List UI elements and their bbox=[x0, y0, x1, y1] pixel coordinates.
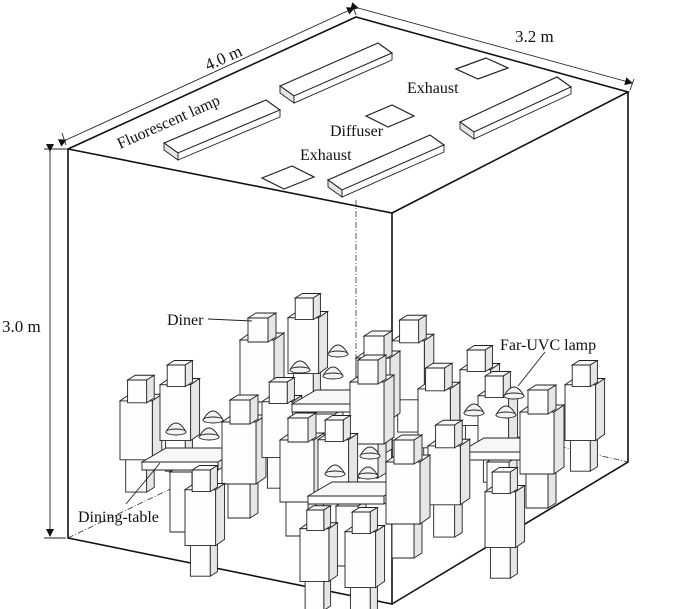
diffuser-label: Diffuser bbox=[330, 123, 384, 140]
diner-head bbox=[526, 384, 558, 415]
diner-body bbox=[118, 393, 164, 461]
diner-body bbox=[343, 524, 387, 589]
dimension-line-length bbox=[57, 7, 355, 147]
diner-head bbox=[286, 412, 318, 443]
diner-head bbox=[323, 414, 352, 443]
exhaust-vent-lower bbox=[260, 165, 316, 190]
diner-head bbox=[362, 330, 394, 361]
far-uvc-lamp-group bbox=[165, 344, 525, 480]
diner-body bbox=[183, 482, 227, 547]
far-uvc-lamp bbox=[357, 466, 379, 480]
diner-head bbox=[293, 292, 322, 321]
far-uvc-lamp bbox=[165, 422, 187, 436]
dimension-lines bbox=[44, 2, 635, 539]
far-uvc-lamp bbox=[202, 410, 224, 424]
far-uvc-lamp bbox=[327, 344, 349, 358]
far-uvc-lamp-label: Far-UVC lamp bbox=[500, 337, 596, 354]
exhaust-vent-upper bbox=[454, 57, 510, 80]
exhaust-label-upper: Exhaust bbox=[407, 80, 459, 97]
diner-body bbox=[384, 454, 432, 525]
diner-figure bbox=[384, 434, 432, 559]
diner-figure bbox=[118, 374, 164, 493]
diner-label: Diner bbox=[167, 312, 204, 329]
far-uvc-lamp bbox=[322, 366, 344, 380]
dimension-height-label: 3.0 m bbox=[2, 317, 41, 336]
diffuser-vent bbox=[364, 104, 416, 128]
diner-body bbox=[483, 484, 527, 549]
diner-head bbox=[570, 359, 599, 388]
far-uvc-lamp bbox=[324, 464, 346, 478]
fluorescent-lamp-3 bbox=[326, 134, 446, 198]
fluorescent-lamp-2 bbox=[278, 42, 394, 104]
leader-lines bbox=[125, 318, 546, 505]
diner-head bbox=[398, 314, 428, 344]
diner-head bbox=[126, 374, 156, 404]
diner-body bbox=[298, 521, 339, 583]
diner-head bbox=[190, 464, 219, 493]
diner-head bbox=[228, 394, 260, 425]
diner-head bbox=[267, 376, 296, 405]
diner-head bbox=[424, 362, 454, 392]
dimension-width-label: 3.2 m bbox=[515, 27, 554, 46]
diner-head bbox=[246, 312, 278, 343]
diner-body bbox=[426, 438, 472, 506]
diner-figure bbox=[343, 506, 387, 609]
diner-head bbox=[465, 344, 494, 373]
fluorescent-lamp-4 bbox=[458, 76, 573, 140]
dimension-length-label: 4.0 m bbox=[202, 41, 245, 74]
far-uvc-lamp bbox=[495, 405, 517, 419]
side-wall-outline bbox=[391, 92, 629, 605]
exhaust-label-lower: Exhaust bbox=[300, 147, 352, 164]
diner-head bbox=[490, 466, 519, 495]
far-uvc-lamp bbox=[198, 427, 220, 441]
diner-head bbox=[392, 434, 424, 465]
dining-table-label: Dining-table bbox=[78, 509, 159, 526]
diner-figure bbox=[483, 466, 527, 580]
diner-head bbox=[350, 506, 379, 535]
diner-head bbox=[356, 354, 388, 385]
far-uvc-lamp bbox=[463, 403, 485, 417]
diner-head bbox=[165, 359, 194, 388]
diner-figure bbox=[518, 384, 566, 509]
dimension-line-width bbox=[350, 2, 633, 86]
far-uvc-lamp bbox=[289, 360, 311, 374]
diner-body bbox=[563, 377, 607, 442]
diner-figure bbox=[298, 504, 339, 609]
furniture-group bbox=[118, 292, 607, 609]
far-uvc-lamp bbox=[359, 446, 381, 460]
diner-figure bbox=[220, 394, 268, 519]
far-uvc-lamp bbox=[503, 386, 525, 400]
diner-figure bbox=[183, 464, 227, 578]
diner-head bbox=[434, 419, 464, 449]
diner-body bbox=[518, 404, 566, 475]
diner-figure bbox=[426, 419, 472, 538]
diner-figure bbox=[563, 359, 607, 473]
diner-body bbox=[220, 414, 268, 485]
diner-head bbox=[305, 504, 333, 532]
